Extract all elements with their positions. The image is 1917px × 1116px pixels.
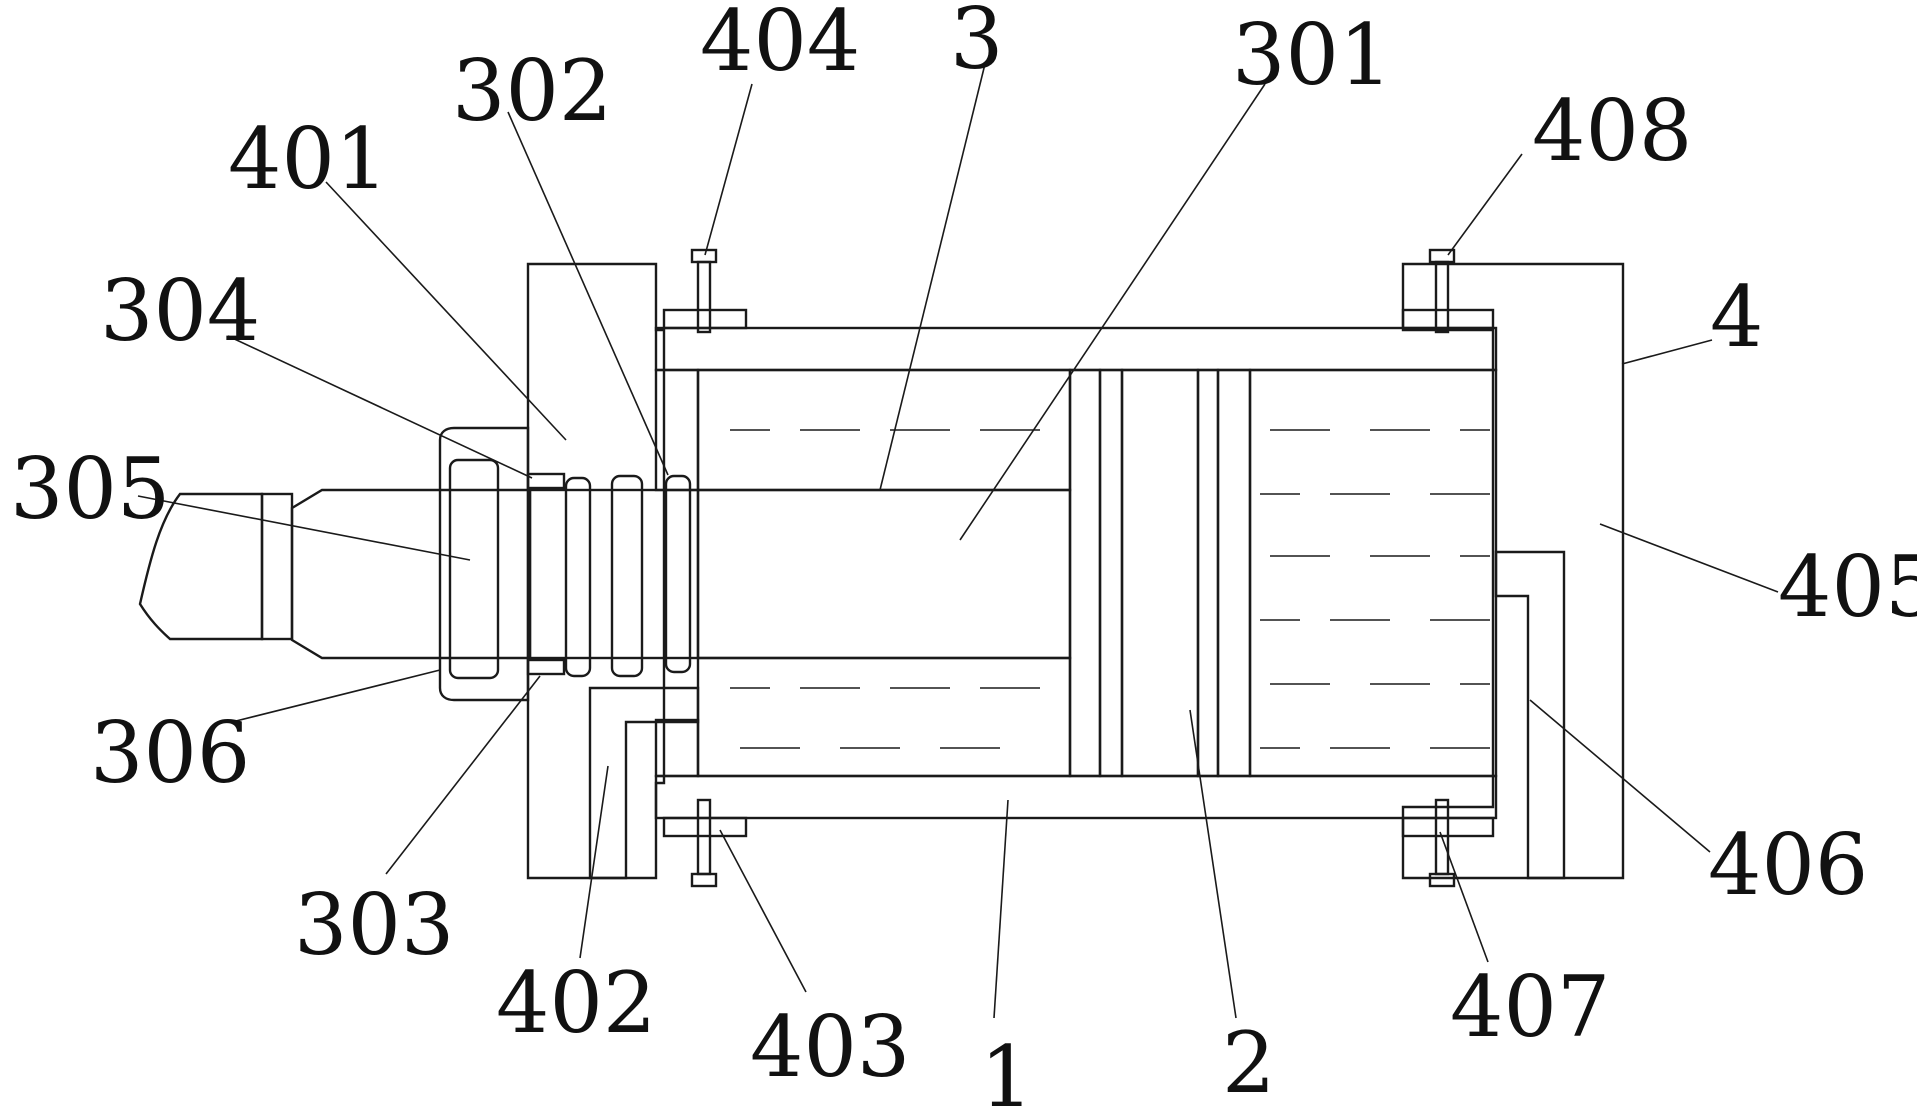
label-402: 402 bbox=[496, 954, 656, 1052]
label-301: 301 bbox=[1232, 6, 1392, 104]
end-housing-4 bbox=[528, 264, 1623, 878]
label-407: 407 bbox=[1450, 958, 1610, 1056]
bolt-404 bbox=[664, 250, 746, 332]
rod-seals-302 bbox=[566, 476, 690, 676]
label-1: 1 bbox=[980, 1028, 1033, 1116]
fluid-chambers bbox=[698, 370, 1496, 776]
label-306: 306 bbox=[90, 704, 250, 802]
label-405: 405 bbox=[1778, 538, 1917, 636]
bolt-403 bbox=[664, 800, 746, 886]
bolt-407 bbox=[1403, 800, 1493, 886]
label-401: 401 bbox=[228, 110, 388, 208]
cylinder-tube-1 bbox=[656, 328, 1496, 818]
bolt-408 bbox=[1403, 250, 1493, 332]
label-303: 303 bbox=[294, 876, 454, 974]
label-408: 408 bbox=[1532, 82, 1692, 180]
label-4: 4 bbox=[1710, 268, 1763, 366]
oil-passage-406 bbox=[1496, 552, 1564, 878]
label-305: 305 bbox=[10, 440, 170, 538]
label-2: 2 bbox=[1222, 1014, 1275, 1112]
reference-labels: 404 3 301 302 408 401 4 304 305 405 306 … bbox=[10, 0, 1917, 1116]
label-3: 3 bbox=[950, 0, 1003, 88]
label-403: 403 bbox=[750, 998, 910, 1096]
fluid-dashes bbox=[730, 430, 1490, 748]
label-302: 302 bbox=[452, 42, 612, 140]
label-406: 406 bbox=[1708, 816, 1868, 914]
label-404: 404 bbox=[700, 0, 860, 90]
piston-2 bbox=[1070, 370, 1250, 776]
seal-rings-303-304 bbox=[528, 474, 564, 674]
label-304: 304 bbox=[100, 262, 260, 360]
piston-rod-3 bbox=[140, 490, 1070, 658]
